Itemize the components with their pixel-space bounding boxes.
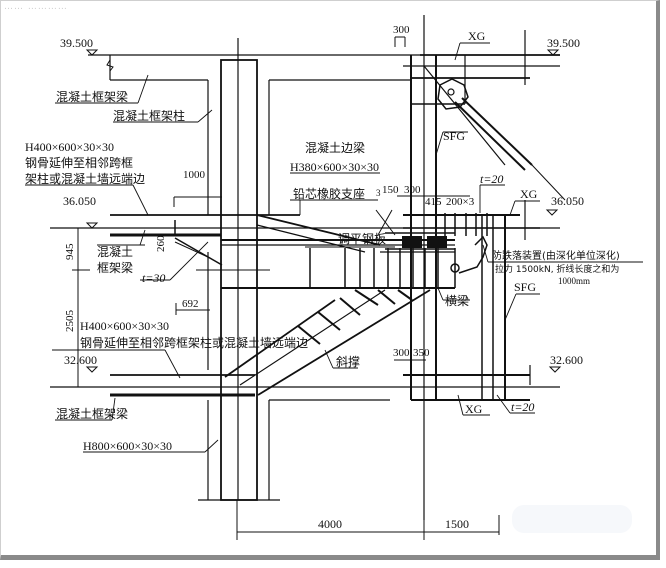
- dim-300-top: 300: [393, 24, 410, 36]
- label-h800: H800×600×30×30: [83, 439, 172, 453]
- label-anti-fall-3: 1000mm: [558, 276, 590, 286]
- dimension-lines: [72, 36, 500, 540]
- label-diagonal-brace: 斜撑: [336, 354, 360, 369]
- dim-300-low: 300: [393, 347, 410, 359]
- elevation-low-left: 32.600: [64, 353, 97, 367]
- anti-fall-lug-top: [437, 78, 469, 110]
- elevation-mid-right: 36.050: [551, 194, 584, 208]
- right-steel-frame: [403, 15, 566, 520]
- label-t30: t=30: [142, 271, 165, 285]
- label-concrete-frame-beam-top: 混凝土框架梁: [56, 89, 128, 104]
- dim-300-b: 300: [404, 184, 421, 196]
- label-sfg-top: SFG: [443, 129, 465, 143]
- label-t20-low: t=20: [511, 400, 534, 414]
- label-steel-extend-low: 钢骨延伸至相邻跨框架柱或混凝土墙远端边: [80, 335, 308, 350]
- label-concrete-edge-beam: 混凝土边梁: [305, 140, 365, 155]
- dim-1500: 1500: [445, 517, 469, 531]
- dim-3: 3: [376, 188, 381, 198]
- label-xg-top: XG: [468, 29, 486, 43]
- diagonal-brace: [224, 289, 431, 396]
- level-marker-icon: [548, 366, 562, 373]
- elevation-top-right: 39.500: [547, 36, 580, 50]
- level-markers: [85, 49, 562, 373]
- dim-415: 415: [425, 196, 442, 208]
- dim-150: 150: [382, 184, 399, 196]
- level-marker-icon: [85, 366, 99, 373]
- elevation-mid-left: 36.050: [63, 194, 96, 208]
- label-xg-low: XG: [465, 402, 483, 416]
- label-h400-low: H400×600×30×30: [80, 319, 169, 333]
- elevation-low-right: 32.600: [550, 353, 583, 367]
- dim-2505: 2505: [64, 310, 76, 333]
- drawing-frame: [0, 0, 660, 560]
- label-anti-fall-2: 拉力 1500kN, 折线长度之和为: [495, 263, 619, 275]
- label-steel-extend-top-1: 钢骨延伸至相邻跨框: [25, 156, 133, 170]
- label-concrete-frame-column: 混凝土框架柱: [113, 108, 185, 123]
- label-transverse-beam: 横梁: [445, 293, 469, 308]
- label-concrete-beam-mid-1: 混凝土: [97, 244, 133, 259]
- dim-200x3: 200×3: [446, 196, 475, 208]
- label-leveling-plate: 调平钢板: [338, 232, 386, 246]
- level-marker-icon: [546, 49, 560, 56]
- label-h400-top: H400×600×30×30: [25, 140, 114, 154]
- dim-1000: 1000: [183, 169, 206, 181]
- label-xg-mid: XG: [520, 187, 538, 201]
- left-beams: [110, 214, 300, 397]
- label-steel-extend-top-2: 架柱或混凝土墙远端边: [25, 171, 145, 186]
- label-concrete-frame-beam-low: 混凝土框架梁: [56, 406, 128, 421]
- label-sfg-mid: SFG: [514, 280, 536, 294]
- label-t20-top: t=20: [480, 172, 503, 186]
- dim-945: 945: [64, 243, 76, 260]
- label-lead-rubber-bearing: 铅芯橡胶支座: [293, 186, 365, 201]
- label-anti-fall-1: 防跌落装置(由深化单位深化): [492, 249, 620, 262]
- elevation-top-left: 39.500: [60, 36, 93, 50]
- level-marker-icon: [545, 209, 559, 216]
- dim-692: 692: [182, 298, 199, 310]
- dim-260: 260: [155, 235, 167, 252]
- watermark: [512, 505, 632, 533]
- leader-lines: [25, 42, 643, 453]
- label-concrete-beam-mid-2: 框架梁: [97, 260, 133, 275]
- dim-4000: 4000: [318, 517, 342, 531]
- anti-fall-device: [458, 235, 488, 274]
- level-marker-icon: [85, 222, 99, 229]
- level-marker-icon: [85, 49, 99, 56]
- concrete-column: [106, 38, 410, 501]
- dim-350-low: 350: [413, 347, 430, 359]
- header-text: …… …………: [4, 2, 68, 12]
- steel-transfer-beam: [196, 214, 456, 289]
- annotations: 39.500 39.500 36.050 36.050 32.600 32.60…: [25, 24, 620, 531]
- label-h380: H380×600×30×30: [290, 160, 379, 174]
